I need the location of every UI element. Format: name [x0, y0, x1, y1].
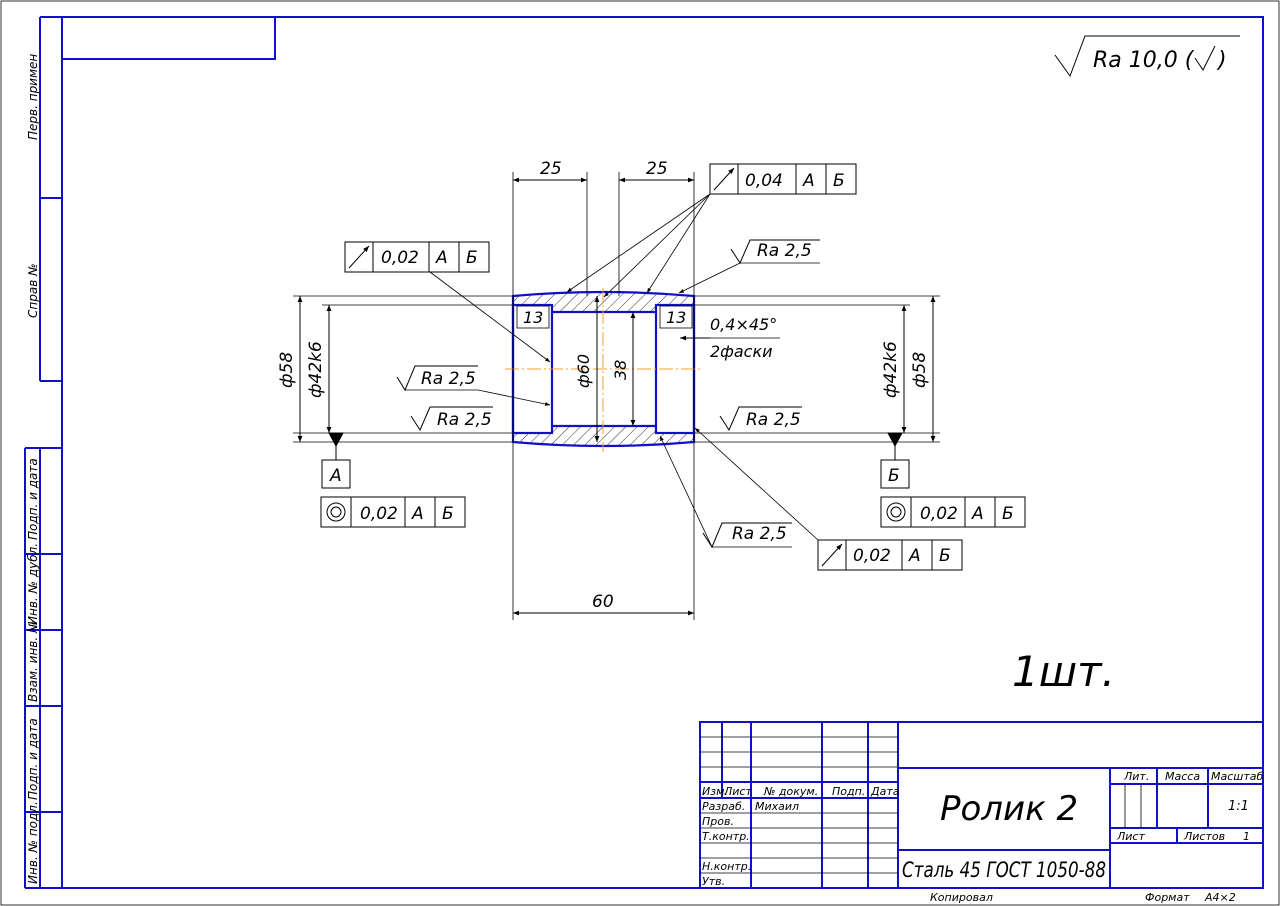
tb-list: Лист	[723, 785, 752, 798]
datum-b: Б	[880, 432, 910, 489]
tb-scale: 1:1	[1228, 799, 1249, 814]
side-labels: Перв. примен Справ № Подп. и дата Инв. №…	[26, 54, 40, 884]
tb-material: Сталь 45 ГОСТ 1050-88	[902, 858, 1106, 882]
dim-13-right: 13	[666, 308, 686, 327]
tb-lit: Лит.	[1123, 770, 1149, 783]
coaxiality-icon	[886, 502, 906, 522]
roughness-top-right: Ra 2,5	[757, 241, 812, 261]
dimensions: 25 25 13 13 ф60 38 ф58 ф42k6 ф42k6 ф58	[277, 159, 940, 620]
roughness-check-icon	[1194, 45, 1216, 71]
tol-top-base2: Б	[833, 171, 845, 191]
tol-bottom-base1: А	[908, 546, 921, 566]
tol-left-base1: А	[435, 248, 448, 268]
general-roughness: Ra 10,0 ( )	[1054, 35, 1240, 78]
chamfer-note: 2фаски	[710, 342, 773, 361]
side-label-vzam: Взам. инв. №	[26, 621, 40, 702]
tb-razrab: Разраб.	[702, 800, 745, 813]
dim-38: 38	[611, 360, 630, 380]
datum-a: А	[321, 432, 351, 489]
tb-massa: Масса	[1165, 770, 1200, 783]
tb-sheet-label: Лист	[1116, 830, 1145, 843]
dim-25-left: 25	[540, 159, 562, 179]
tol-bottom-base2: Б	[939, 546, 951, 566]
tolerance-runout-bottom: 0,02 А Б	[694, 427, 963, 571]
dim-length-60: 60	[592, 592, 614, 612]
footer-kopiroval: Копировал	[930, 891, 993, 904]
roughness-marks: Ra 2,5 Ra 2,5 Ra 2,5 Ra 2,5 Ra 2,5	[396, 239, 820, 549]
title-block: Изм. Лист № докум. Подп. Дата Разраб. Ми…	[699, 721, 1264, 889]
tb-doc: № докум.	[763, 785, 818, 798]
dim-dia42-right: ф42k6	[881, 341, 901, 398]
part-section	[505, 288, 700, 452]
side-label-sprav: Справ №	[26, 263, 40, 318]
tolerance-runout-top: 0,04 А Б	[566, 163, 857, 298]
tol-coax-left-base1: А	[411, 504, 424, 524]
coaxiality-icon	[326, 502, 346, 522]
tb-tkontr: Т.контр.	[702, 830, 750, 843]
dim-dia60: ф60	[574, 354, 593, 388]
general-roughness-value: Ra 10,0 (	[1093, 48, 1195, 73]
footer-format: Формат	[1145, 891, 1190, 904]
tol-top-base1: А	[802, 171, 815, 191]
side-label-inv-dubl: Инв. № дубл.	[26, 543, 40, 625]
roughness-left-inner: Ra 2,5	[421, 369, 476, 389]
tb-izm: Изм.	[702, 785, 728, 798]
side-label-podp1: Подп. и дата	[26, 458, 40, 540]
tb-sheets-count: 1	[1243, 830, 1250, 843]
chamfer-size: 0,4×45°	[710, 315, 777, 334]
side-label-inv-podl: Инв. № подл.	[26, 801, 40, 884]
tb-prov: Пров.	[702, 815, 734, 828]
dim-25-right: 25	[646, 159, 668, 179]
tol-top-value: 0,04	[745, 171, 783, 191]
tol-coax-right-value: 0,02	[920, 504, 958, 524]
tb-utv: Утв.	[702, 875, 725, 888]
runout-arrow-icon	[821, 543, 843, 567]
tol-coax-right-base2: Б	[1002, 504, 1014, 524]
runout-arrow-icon	[348, 245, 370, 269]
tol-left-base2: Б	[466, 248, 478, 268]
tol-coax-right-base1: А	[971, 504, 984, 524]
footer: Копировал Формат А4×2	[930, 891, 1236, 904]
dim-dia58-right: ф58	[910, 352, 930, 388]
dim-dia42-left: ф42k6	[306, 341, 326, 398]
tolerance-runout-left: 0,02 А Б	[344, 241, 551, 363]
tol-left-value: 0,02	[381, 248, 419, 268]
datum-b-label: Б	[888, 466, 900, 486]
tol-coax-left-value: 0,02	[360, 504, 398, 524]
datum-a-label: А	[329, 466, 342, 486]
tb-masshtab: Масштаб	[1211, 770, 1263, 783]
tolerance-coax-right: 0,02 А Б	[880, 496, 1026, 528]
roughness-left-bottom: Ra 2,5	[437, 410, 492, 430]
side-label-perv: Перв. примен	[26, 54, 40, 140]
tb-author: Михаил	[755, 800, 799, 813]
tolerance-coax-left: 0,02 А Б	[320, 496, 466, 528]
roughness-lower-right: Ra 2,5	[732, 524, 787, 544]
runout-arrow-icon	[713, 167, 735, 191]
tol-bottom-value: 0,02	[853, 546, 891, 566]
footer-format-value: А4×2	[1204, 891, 1236, 904]
quantity-note: 1шт.	[1012, 647, 1115, 696]
drawing-frame	[24, 16, 1264, 889]
tb-nkontr: Н.контр.	[702, 860, 751, 873]
tb-sign: Подп.	[832, 785, 865, 798]
roughness-right-bottom: Ra 2,5	[746, 410, 801, 430]
tb-date: Дата	[870, 785, 900, 798]
general-roughness-close: )	[1216, 48, 1227, 73]
tb-title: Ролик 2	[940, 789, 1078, 829]
tb-sheets-label: Листов	[1183, 830, 1225, 843]
dim-13-left: 13	[523, 308, 543, 327]
tol-coax-left-base2: Б	[442, 504, 454, 524]
hatch-bottom	[513, 426, 694, 446]
dim-dia58-left: ф58	[277, 352, 297, 388]
side-label-podp2: Подп. и дата	[26, 718, 40, 800]
